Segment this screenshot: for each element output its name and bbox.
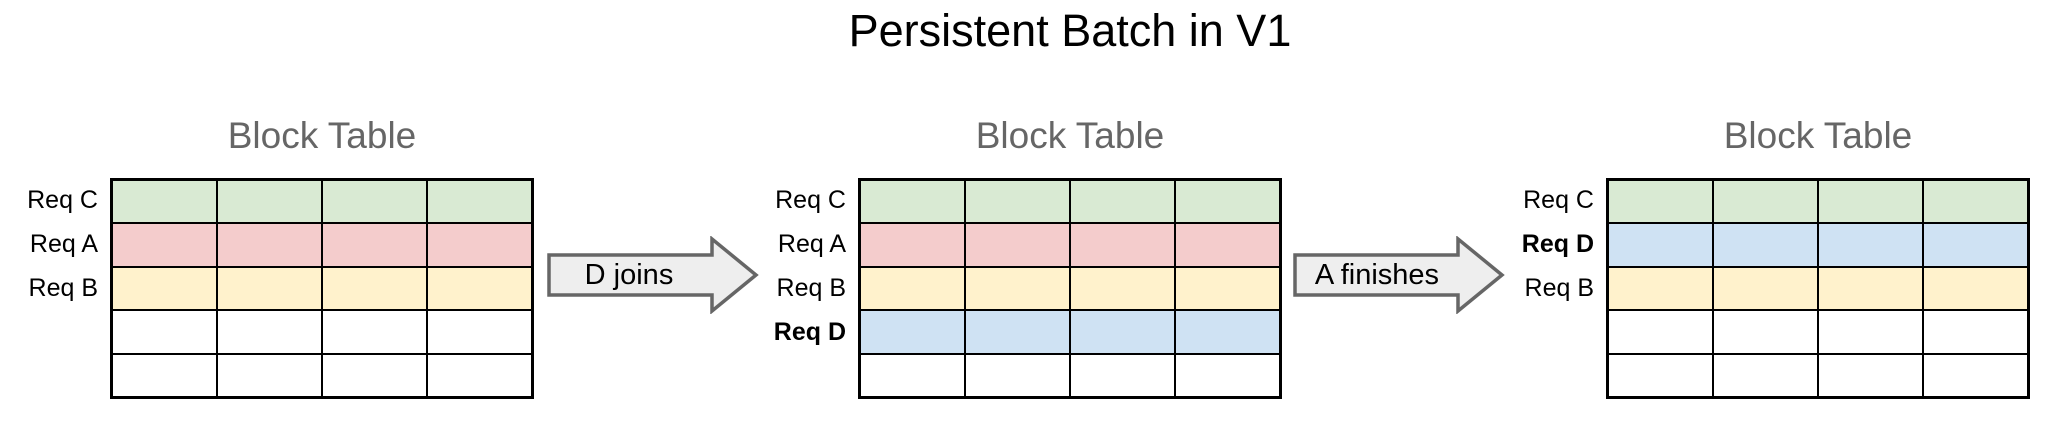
row-label-req-a: Req A <box>777 230 846 258</box>
block-cell-req-b <box>113 267 216 310</box>
block-cell-req-c <box>861 181 964 223</box>
row-label-req-c: Req C <box>775 186 846 214</box>
block-cell-empty <box>1924 311 2027 353</box>
block-cell-req-a <box>428 224 531 266</box>
block-cell-empty <box>1924 354 2027 396</box>
block-cell-req-c <box>966 181 1069 223</box>
block-cell-req-c <box>113 181 216 223</box>
block-cell-empty <box>1176 354 1279 396</box>
block-cell-empty <box>1819 311 1922 353</box>
block-table-title-3: Block Table <box>1723 115 1913 156</box>
a-finishes-arrow: A finishes <box>1293 236 1505 314</box>
block-cell-empty <box>861 354 964 396</box>
row-label-req-d: Req D <box>1521 230 1594 258</box>
block-cell-req-d <box>861 311 964 353</box>
block-cell-req-b <box>1071 267 1174 310</box>
block-table-grid-3 <box>1606 178 2030 399</box>
block-cell-req-c <box>1609 181 1712 223</box>
block-cell-req-a <box>1176 224 1279 266</box>
block-cell-req-c <box>1819 181 1922 223</box>
block-cell-req-b <box>1714 267 1817 310</box>
block-cell-req-b <box>323 267 426 310</box>
block-cell-req-c <box>1071 181 1174 223</box>
block-cell-empty <box>1819 354 1922 396</box>
row-labels-table-3: Req C Req D Req B <box>1456 178 1594 399</box>
page-title: Persistent Batch in V1 <box>848 5 1292 56</box>
block-cell-req-b <box>1819 267 1922 310</box>
block-cell-empty <box>1609 311 1712 353</box>
block-cell-req-d <box>966 311 1069 353</box>
block-cell-empty <box>218 354 321 396</box>
row-label-req-c: Req C <box>27 186 98 214</box>
block-cell-req-a <box>1071 224 1174 266</box>
block-cell-empty <box>323 311 426 353</box>
block-cell-req-c <box>1714 181 1817 223</box>
row-label-req-b: Req B <box>1524 274 1594 302</box>
block-cell-req-b <box>1176 267 1279 310</box>
block-cell-req-a <box>966 224 1069 266</box>
block-cell-req-c <box>1924 181 2027 223</box>
row-label-req-b: Req B <box>776 274 846 302</box>
block-table-grid-1 <box>110 178 534 399</box>
block-cell-empty <box>1071 354 1174 396</box>
block-cell-req-b <box>966 267 1069 310</box>
block-table-grid-2 <box>858 178 1282 399</box>
block-cell-req-b <box>428 267 531 310</box>
block-cell-empty <box>1714 354 1817 396</box>
block-cell-req-d <box>1714 224 1817 266</box>
block-cell-req-c <box>428 181 531 223</box>
block-cell-empty <box>113 311 216 353</box>
block-cell-empty <box>1714 311 1817 353</box>
block-cell-req-a <box>218 224 321 266</box>
block-cell-req-a <box>113 224 216 266</box>
block-cell-empty <box>323 354 426 396</box>
arrow-right-icon <box>1293 236 1505 314</box>
block-cell-req-d <box>1071 311 1174 353</box>
block-cell-req-b <box>1924 267 2027 310</box>
block-cell-req-b <box>218 267 321 310</box>
block-cell-empty <box>428 354 531 396</box>
block-cell-req-c <box>218 181 321 223</box>
d-joins-arrow: D joins <box>547 236 759 314</box>
row-label-req-b: Req B <box>28 274 98 302</box>
block-cell-req-d <box>1176 311 1279 353</box>
block-cell-req-a <box>323 224 426 266</box>
block-cell-req-c <box>1176 181 1279 223</box>
block-cell-req-d <box>1819 224 1922 266</box>
block-cell-empty <box>218 311 321 353</box>
block-cell-empty <box>966 354 1069 396</box>
row-label-req-a: Req A <box>29 230 98 258</box>
block-table-title-1: Block Table <box>227 115 417 156</box>
row-labels-table-2: Req C Req A Req B Req D <box>708 178 846 399</box>
row-label-req-d: Req D <box>773 318 846 346</box>
block-cell-req-d <box>1924 224 2027 266</box>
block-cell-req-c <box>323 181 426 223</box>
block-table-title-2: Block Table <box>975 115 1165 156</box>
block-cell-empty <box>1609 354 1712 396</box>
block-cell-empty <box>113 354 216 396</box>
block-cell-req-a <box>861 224 964 266</box>
block-cell-req-b <box>1609 267 1712 310</box>
row-labels-table-1: Req C Req A Req B <box>0 178 98 399</box>
arrow-label: A finishes <box>1315 259 1439 291</box>
row-label-req-c: Req C <box>1523 186 1594 214</box>
block-cell-req-d <box>1609 224 1712 266</box>
arrow-label: D joins <box>585 259 674 291</box>
arrow-right-icon <box>547 236 759 314</box>
block-cell-empty <box>428 311 531 353</box>
block-cell-req-b <box>861 267 964 310</box>
